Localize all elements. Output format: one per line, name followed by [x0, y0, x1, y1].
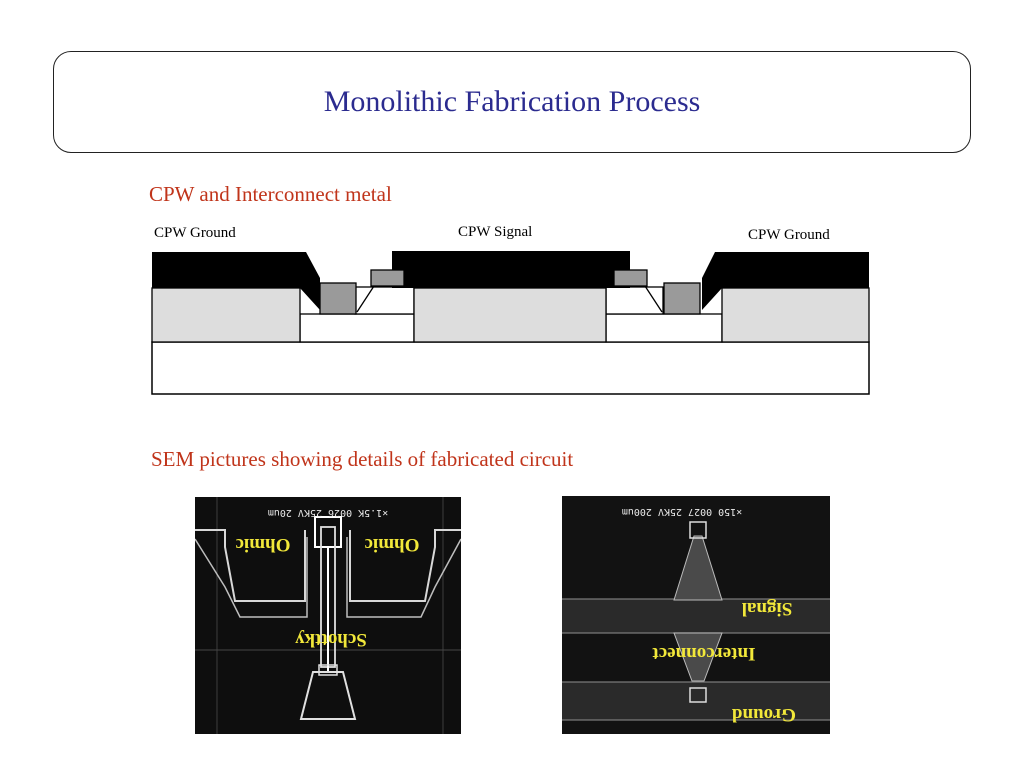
sem-label-schottky: Schottky [295, 629, 367, 650]
slide-title: Monolithic Fabrication Process [323, 85, 701, 118]
buffer-layer-left [299, 313, 415, 343]
sem-section-heading: SEM pictures showing details of fabricat… [151, 447, 574, 471]
sem-label-ohmic-left: Ohmic [236, 534, 291, 555]
contact-right-small [613, 269, 648, 287]
semiconductor-block-left [151, 287, 301, 343]
sem-right-info-bar: ×150 0027 25KV 200um [622, 506, 742, 517]
interconnect-slope-right [644, 285, 663, 313]
sem-label-signal: Signal [742, 598, 793, 619]
sem-left-info-bar: ×1.5K 0026 25KV 20um [268, 507, 388, 518]
title-box: Monolithic Fabrication Process [53, 51, 971, 153]
semiconductor-block-center [413, 287, 607, 343]
metal-ground-right [702, 252, 869, 310]
mesa-top-right [605, 286, 664, 315]
sem-image-left: ×1.5K 0026 25KV 20um Ohmic Ohmic Schottk… [195, 497, 461, 734]
label-cpw-signal: CPW Signal [458, 224, 533, 240]
cpw-section-heading: CPW and Interconnect metal [149, 182, 392, 206]
contact-left-small [370, 269, 405, 287]
contact-right-large [663, 282, 701, 315]
metal-signal [392, 251, 630, 288]
metal-ground-left [152, 252, 320, 310]
sem-label-ohmic-right: Ohmic [365, 534, 420, 555]
sem-label-ground: Ground [732, 704, 797, 725]
sem-label-interconnect: Interconnect [652, 643, 756, 664]
semiconductor-block-right [721, 287, 870, 343]
substrate-layer [151, 341, 870, 395]
label-cpw-ground-right: CPW Ground [748, 227, 830, 243]
contact-left-large [319, 282, 357, 315]
buffer-layer-right [605, 313, 723, 343]
sem-image-right: ×150 0027 25KV 200um Signal Interconnect… [562, 496, 830, 734]
label-cpw-ground-left: CPW Ground [154, 225, 236, 241]
interconnect-slope-left [356, 285, 375, 313]
